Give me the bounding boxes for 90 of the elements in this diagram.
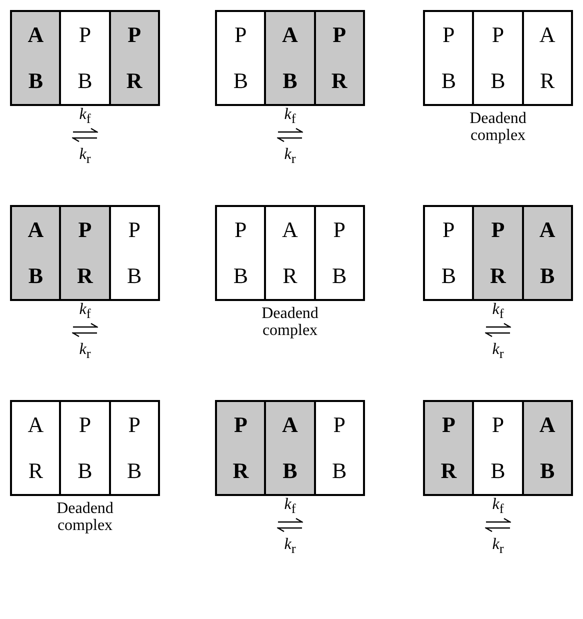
letter: P (442, 412, 456, 438)
letter: R (440, 458, 457, 484)
rate-constant: k$_{f}$ (491, 301, 505, 322)
letter: A (539, 412, 556, 438)
letter: P (442, 217, 455, 243)
rate-constant: k$_{r}$ (78, 146, 92, 168)
complex-box (10, 205, 160, 301)
complex-box (215, 10, 365, 106)
letter: A (282, 22, 298, 48)
letter: P (128, 412, 140, 438)
shaded-column (522, 402, 571, 494)
letter: R (282, 263, 298, 289)
shaded-column (12, 207, 60, 299)
letter: P (442, 22, 455, 48)
letter: B (233, 263, 248, 289)
rate-constant: k$_{f}$ (491, 496, 505, 518)
caption-text: Deadend complex (260, 305, 320, 339)
letter: B (441, 68, 456, 94)
letter: P (128, 22, 142, 48)
letter: P (332, 22, 346, 48)
letter: R (490, 263, 506, 289)
rate-constant: k$_{r}$ (283, 146, 297, 168)
letter: A (28, 217, 44, 243)
letter: B (233, 68, 248, 94)
rate-constant: k$_{f}$ (283, 106, 297, 128)
rate-constant: k$_{r}$ (283, 536, 297, 558)
letter: B (28, 263, 43, 289)
letter: A (28, 22, 44, 48)
rate-constant: k$_{f}$ (283, 496, 297, 518)
rate-constant: k$_{f}$ (78, 301, 92, 322)
shaded-column (108, 12, 158, 104)
rate-constant: k$_{r}$ (78, 341, 92, 362)
shaded-column (12, 12, 60, 104)
letter: B (78, 68, 92, 94)
complex-box (10, 400, 160, 496)
letter: B (28, 68, 43, 94)
letter: P (492, 22, 504, 48)
rate-constant: k$_{f}$ (78, 106, 92, 128)
letter: A (282, 217, 298, 243)
letter: B (126, 263, 142, 289)
letter: P (333, 412, 346, 438)
letter: R (77, 263, 93, 289)
caption-text: Deadend complex (56, 500, 114, 534)
letter: R (126, 68, 142, 94)
complex-box (10, 10, 160, 106)
letter: B (126, 458, 142, 484)
letter: A (539, 22, 556, 48)
letter: A (282, 412, 298, 438)
complex-box (215, 205, 365, 301)
rate-constant: k$_{r}$ (491, 341, 505, 362)
letter: B (78, 458, 92, 484)
letter: P (491, 217, 505, 243)
letter: B (540, 263, 555, 289)
complex-box (423, 10, 573, 106)
shaded-column (264, 402, 314, 494)
letter: P (78, 217, 92, 243)
letter: B (282, 458, 298, 484)
letter: B (282, 68, 298, 94)
letter: P (333, 217, 346, 243)
shaded-column (472, 207, 522, 299)
letter: R (28, 458, 43, 484)
letter: P (234, 412, 248, 438)
letter: R (331, 68, 348, 94)
letter: P (78, 22, 92, 48)
letter: P (492, 412, 504, 438)
complex-box (423, 400, 573, 496)
rate-constant: k$_{r}$ (491, 536, 505, 558)
shaded-column (264, 12, 314, 104)
letter: B (490, 68, 506, 94)
letter: A (28, 412, 44, 438)
letter: R (540, 68, 555, 94)
shaded-column (217, 402, 264, 494)
caption-text: Deadend complex (468, 110, 528, 144)
complex-box (215, 400, 365, 496)
letter: B (332, 263, 347, 289)
letter: B (490, 458, 506, 484)
letter: R (232, 458, 249, 484)
shaded-column (314, 12, 363, 104)
letter: B (540, 458, 555, 484)
letter: P (128, 217, 140, 243)
complex-box (423, 205, 573, 301)
shaded-column (59, 207, 109, 299)
letter: B (332, 458, 347, 484)
letter: P (234, 22, 247, 48)
letter: P (234, 217, 247, 243)
shaded-column (425, 402, 472, 494)
letter: B (441, 263, 456, 289)
letter: P (78, 412, 92, 438)
letter: A (539, 217, 556, 243)
shaded-column (522, 207, 571, 299)
